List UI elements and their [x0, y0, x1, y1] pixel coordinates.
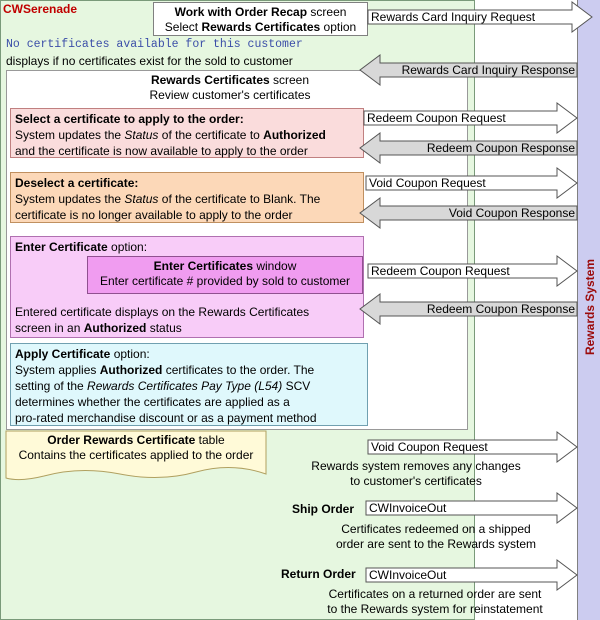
- select-l2: and the certificate is now available to …: [15, 144, 308, 158]
- enter-l2b: Authorized: [83, 321, 147, 335]
- apply-l4: pro-rated merchandise discount or as a p…: [15, 411, 317, 425]
- void-note: Rewards system removes any changes to cu…: [306, 459, 526, 489]
- return-order-label: Return Order: [281, 567, 356, 581]
- enter-l2a: screen in an: [15, 321, 84, 335]
- apply-title: Apply Certificate: [15, 347, 111, 361]
- arrow-label: Void Coupon Request: [369, 176, 486, 190]
- deselect-title: Deselect a certificate:: [15, 176, 139, 190]
- ship-order-label: Ship Order: [292, 502, 355, 516]
- arrow-label: Void Coupon Request: [371, 440, 488, 454]
- apply-l2c: SCV: [282, 379, 311, 393]
- apply-l1c: certificates to the order. The: [162, 363, 315, 377]
- arrow-response: [359, 132, 578, 164]
- apply-l2a: setting of the: [15, 379, 88, 393]
- arrow-request: [365, 492, 578, 524]
- recap-line2-pre: Select: [164, 20, 202, 34]
- apply-title-rest: option:: [110, 347, 150, 361]
- rewards-screen-title-rest: screen: [269, 73, 310, 87]
- select-title: Select a certificate to apply to the ord…: [15, 112, 244, 126]
- app-title: CWSerenade: [3, 2, 78, 16]
- recap-line2-post: option: [320, 20, 357, 34]
- no-certificates-message: No certificates available for this custo…: [6, 38, 303, 51]
- enter-window-line2: Enter certificate # provided by sold to …: [99, 274, 351, 288]
- enter-window-title-rest: window: [253, 259, 297, 273]
- recap-line2-bold: Rewards Certificates: [201, 20, 321, 34]
- void-note-l1: Rewards system removes any changes: [311, 459, 521, 473]
- apply-l1a: System applies: [15, 363, 100, 377]
- arrow-request: [363, 102, 578, 134]
- enter-certificate-box: Enter Certificate option: Enter Certific…: [10, 236, 364, 338]
- apply-l3: determines whether the certificates are …: [15, 395, 290, 409]
- arrow-label: Redeem Coupon Request: [371, 264, 510, 278]
- rewards-screen-title: Rewards Certificates: [150, 73, 270, 87]
- return-note-2: to the Rewards system for reinstatement: [327, 602, 543, 616]
- arrow-label: CWInvoiceOut: [369, 501, 447, 515]
- apply-l2b: Rewards Certificates Pay Type (L54): [87, 379, 283, 393]
- order-table-title: Order Rewards Certificate: [47, 433, 196, 447]
- arrow-label: Rewards Card Inquiry Response: [402, 63, 576, 77]
- deselect-l2: certificate is no longer available to ap…: [15, 208, 293, 222]
- enter-window-title: Enter Certificates: [153, 259, 253, 273]
- arrow-label: Redeem Coupon Response: [427, 141, 575, 155]
- rewards-screen-subtitle: Review customer's certificates: [149, 88, 311, 102]
- rewards-screen-heading: Rewards Certificates screen Review custo…: [60, 73, 400, 103]
- arrow-request: [365, 167, 578, 199]
- order-recap-box: Work with Order Recap screen Select Rewa…: [153, 2, 368, 36]
- order-table-title-rest: table: [195, 433, 225, 447]
- void-note-l2: to customer's certificates: [350, 474, 482, 488]
- select-l1b: Status: [124, 128, 159, 142]
- enter-l1: Entered certificate displays on the Rewa…: [15, 305, 310, 319]
- deselect-l1c: of the certificate to Blank. The: [158, 192, 321, 206]
- enter-title: Enter Certificate: [15, 240, 108, 254]
- arrow-label: Redeem Coupon Request: [367, 111, 506, 125]
- apply-certificate-box: Apply Certificate option: System applies…: [10, 343, 368, 426]
- arrow-request: [365, 559, 578, 591]
- select-l1a: System updates the: [15, 128, 125, 142]
- select-l1d: Authorized: [263, 128, 326, 142]
- arrow-request: [367, 431, 578, 463]
- order-table-line2: Contains the certificates applied to the…: [18, 448, 254, 462]
- arrow-request: [367, 1, 593, 33]
- arrow-response: [359, 197, 578, 229]
- recap-title: Work with Order Recap: [174, 5, 308, 19]
- ship-note-1: Certificates redeemed on a shipped: [341, 522, 531, 536]
- arrow-response: [359, 293, 578, 325]
- recap-title-rest: screen: [307, 5, 347, 19]
- enter-title-rest: option:: [107, 240, 148, 254]
- order-table-label: Order Rewards Certificate table Contains…: [6, 433, 266, 463]
- arrow-label: Rewards Card Inquiry Request: [371, 10, 536, 24]
- arrow-response: [359, 54, 578, 86]
- return-order-note: Certificates on a returned order are sen…: [302, 587, 568, 617]
- arrow-label: Redeem Coupon Response: [427, 302, 575, 316]
- ship-note-2: order are sent to the Rewards system: [335, 537, 537, 551]
- deselect-l1b: Status: [124, 192, 159, 206]
- arrow-request: [367, 255, 578, 287]
- select-certificate-box: Select a certificate to apply to the ord…: [10, 108, 364, 158]
- apply-l1b: Authorized: [99, 363, 163, 377]
- no-certificates-note: displays if no certificates exist for th…: [6, 54, 293, 68]
- return-note-1: Certificates on a returned order are sen…: [328, 587, 542, 601]
- deselect-l1a: System updates the: [15, 192, 125, 206]
- ship-order-note: Certificates redeemed on a shipped order…: [310, 522, 562, 552]
- arrow-label: Void Coupon Response: [449, 206, 575, 220]
- enter-l2c: status: [146, 321, 182, 335]
- select-l1c: of the certificate to: [158, 128, 264, 142]
- enter-certificates-window: Enter Certificates window Enter certific…: [87, 256, 363, 294]
- deselect-certificate-box: Deselect a certificate: System updates t…: [10, 172, 364, 223]
- arrow-label: CWInvoiceOut: [369, 568, 447, 582]
